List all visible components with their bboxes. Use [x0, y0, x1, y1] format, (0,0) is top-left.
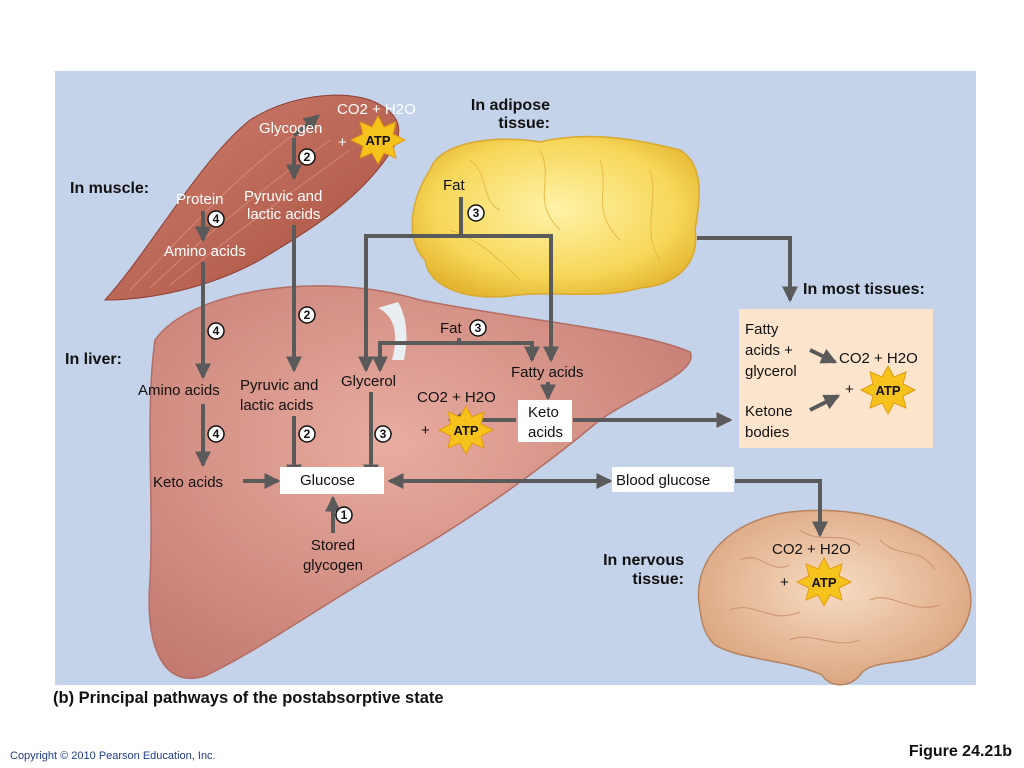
liver-keto-label-2: acids [528, 424, 563, 441]
arrow-blood-to-brain [735, 479, 828, 538]
atp-label: ATP [365, 133, 390, 148]
figure-caption: (b) Principal pathways of the postabsorp… [53, 689, 444, 707]
step-badge-adipose-3: 3 [467, 204, 485, 222]
liver-pyruvic-label: Pyruvic and [240, 377, 318, 394]
svg-text:4: 4 [213, 427, 220, 441]
in-adipose-header-2: tissue: [498, 115, 550, 132]
muscle-co2-label: CO2 + H2O [337, 101, 416, 118]
adipose-fat-label: Fat [443, 177, 466, 194]
muscle-amino-label: Amino acids [164, 243, 246, 260]
tissues-fatty-label-2: acids + [745, 342, 793, 359]
arrow-ketone-to-co2 [809, 394, 841, 412]
atp-label: ATP [453, 423, 478, 438]
tissues-ketone-label: Ketone [745, 403, 793, 420]
muscle-plus-label: + [338, 134, 347, 151]
nervous-co2-label: CO2 + H2O [772, 541, 851, 558]
arrow-liver-fat-split [372, 338, 461, 373]
arrow-fat-to-glycerol [358, 197, 463, 373]
stored-glycogen-label: Stored [311, 537, 355, 554]
svg-text:4: 4 [213, 324, 220, 338]
svg-text:1: 1 [341, 508, 348, 522]
in-nervous-header-2: tissue: [632, 571, 684, 588]
liver-fat-label: Fat [440, 320, 463, 337]
in-muscle-header: In muscle: [70, 180, 149, 197]
svg-text:2: 2 [304, 308, 311, 322]
svg-text:2: 2 [304, 427, 311, 441]
muscle-glycogen-label: Glycogen [259, 120, 322, 137]
tissues-ketone-label-2: bodies [745, 424, 789, 441]
svg-text:3: 3 [475, 321, 482, 335]
liver-pyruvic-label-2: lactic acids [240, 397, 313, 414]
step-badge-muscle-2: 2 [298, 148, 316, 166]
atp-label: ATP [811, 575, 836, 590]
tissues-fatty-label-3: glycerol [745, 363, 797, 380]
liver-keto-acids-label: Keto acids [153, 474, 223, 491]
atp-star-icon [349, 114, 407, 166]
nervous-plus-label: + [780, 574, 789, 591]
atp-nervous: ATP [795, 556, 853, 608]
muscle-pyruvic-label: Pyruvic and [244, 188, 322, 205]
liver-amino-label: Amino acids [138, 382, 220, 399]
keto-acids-box [518, 400, 572, 442]
step-badge-liver-4b: 4 [207, 425, 225, 443]
tissues-plus-label: + [845, 381, 854, 398]
svg-text:4: 4 [213, 212, 220, 226]
pathway-arrows [195, 114, 841, 538]
adipose-fat-tissue [411, 135, 700, 298]
liver-plus-label: + [421, 422, 430, 439]
step-badge-liver-3a: 3 [469, 319, 487, 337]
in-adipose-header: In adipose [471, 97, 550, 114]
atp-star-icon [859, 364, 917, 416]
brain-organ [697, 509, 972, 686]
blood-glucose-label: Blood glucose [616, 472, 710, 489]
svg-text:2: 2 [304, 150, 311, 164]
arrow-fatty-to-co2 [809, 348, 838, 364]
stored-glycogen-label-2: glycogen [303, 557, 363, 574]
in-liver-header: In liver: [65, 351, 122, 368]
muscle-pyruvic-label-2: lactic acids [247, 206, 320, 223]
atp-label: ATP [875, 383, 900, 398]
glucose-box [280, 467, 384, 494]
arrow-adipose-to-tissues [697, 236, 798, 303]
step-badge-liver-2a: 2 [298, 306, 316, 324]
atp-tissues: ATP [859, 364, 917, 416]
arrow-fat-to-fatty-acids [461, 234, 559, 363]
svg-text:3: 3 [380, 427, 387, 441]
muscle-protein-label: Protein [176, 191, 224, 208]
liver-co2-label: CO2 + H2O [417, 389, 496, 406]
liver-ligament [378, 302, 407, 360]
atp-liver: ATP [437, 404, 495, 456]
step-badge-liver-3b: 3 [374, 425, 392, 443]
blood-glucose-box [612, 467, 734, 492]
liver-glycerol-label: Glycerol [341, 373, 396, 390]
liver-fatty-acids-label: Fatty acids [511, 364, 584, 381]
in-nervous-header: In nervous [603, 552, 684, 569]
step-badge-liver-4a: 4 [207, 322, 225, 340]
in-most-tissues-header: In most tissues: [803, 281, 925, 298]
muscle-organ [103, 94, 400, 301]
atp-star-icon [437, 404, 495, 456]
arrow-liver-fat-to-fatty [459, 341, 540, 363]
liver-keto-label: Keto [528, 404, 559, 421]
step-badge-muscle-4: 4 [207, 210, 225, 228]
tissues-fatty-label: Fatty [745, 321, 779, 338]
atp-muscle: ATP [349, 114, 407, 166]
svg-text:3: 3 [473, 206, 480, 220]
atp-star-icon [795, 556, 853, 608]
tissues-co2-label: CO2 + H2O [839, 350, 918, 367]
step-badges: 2 4 3 2 4 3 4 2 3 1 [207, 148, 487, 524]
glucose-label: Glucose [300, 472, 355, 489]
step-badge-liver-2b: 2 [298, 425, 316, 443]
figure-number: Figure 24.21b [908, 743, 1012, 760]
arrow-glycogen-to-co2 [292, 114, 320, 138]
step-badge-liver-1: 1 [335, 506, 353, 524]
copyright-notice: Copyright © 2010 Pearson Education, Inc. [10, 750, 216, 762]
